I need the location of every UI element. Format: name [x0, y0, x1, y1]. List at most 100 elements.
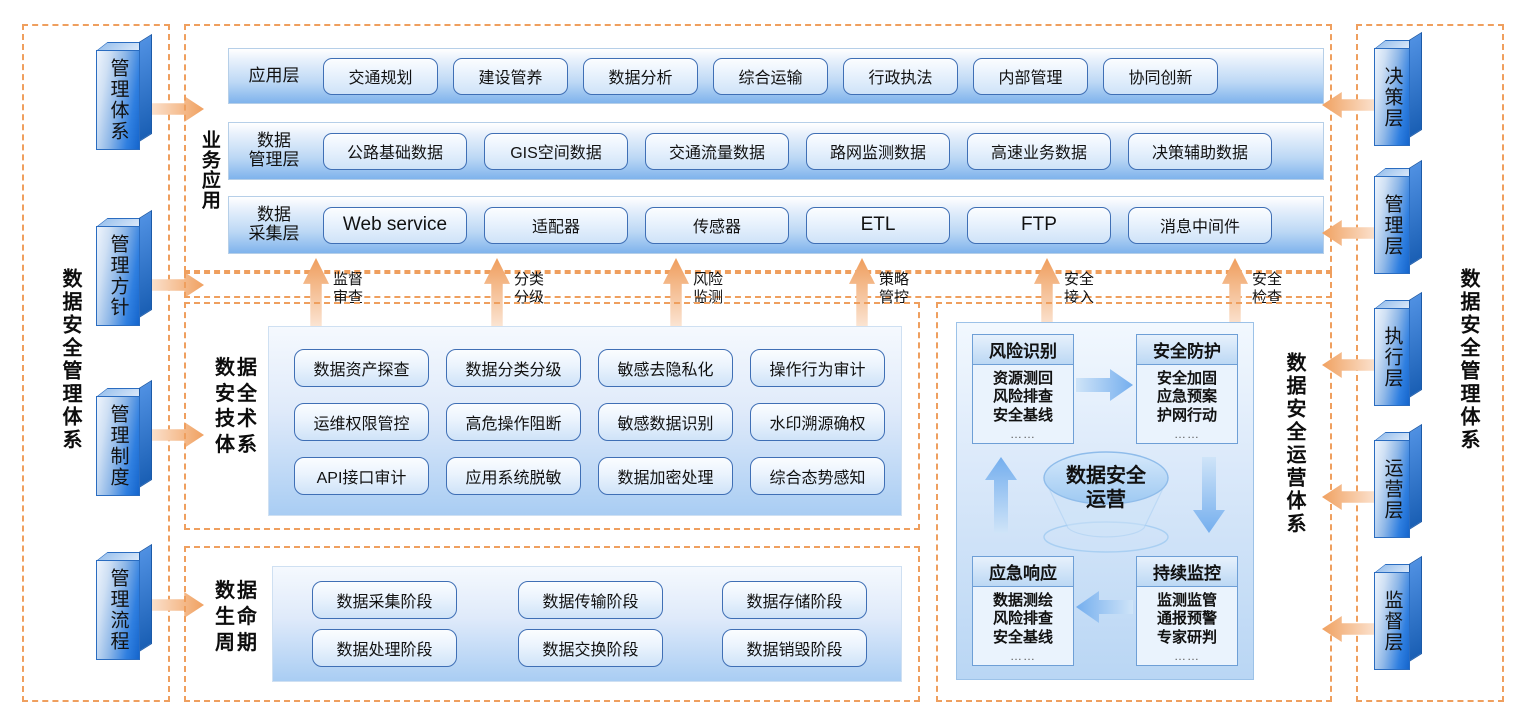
prism-left-2: 管理制度 — [96, 379, 152, 496]
prism-front-face — [1374, 308, 1410, 406]
prism-right-0: 决策层 — [1374, 31, 1422, 146]
lifecycle-item-2[interactable]: 数据存储阶段 — [722, 581, 867, 619]
prism-right-4: 监督层 — [1374, 555, 1422, 670]
ops-box-title: 应急响应 — [973, 557, 1073, 587]
tech-item-3[interactable]: 操作行为审计 — [750, 349, 885, 387]
prism-front-face — [1374, 572, 1410, 670]
tech-item-2[interactable]: 敏感去隐私化 — [598, 349, 733, 387]
ops-box-lines: 数据测绘 风险排查 安全基线 — [992, 592, 1053, 646]
prism-front-face — [1374, 176, 1410, 274]
prism-side-face — [139, 543, 152, 652]
prism-side-face — [139, 379, 152, 488]
prism-label: 管理流程 — [107, 568, 129, 652]
dc-item-5[interactable]: 消息中间件 — [1128, 206, 1272, 244]
prism-label: 管理制度 — [107, 404, 129, 488]
ops-arrow-down-icon — [1193, 457, 1225, 533]
ops-center-disc-icon — [1043, 451, 1169, 553]
layer-name: 数据 管理层 — [248, 131, 300, 169]
flow-label-0: 监督 审查 — [333, 271, 364, 306]
layer-row-data-management: 数据 管理层 公路基础数据 GIS空间数据 交通流量数据 路网监测数据 高速业务… — [228, 122, 1324, 180]
prism-label: 执行层 — [1381, 325, 1403, 389]
dc-item-1[interactable]: 适配器 — [484, 206, 628, 244]
ops-box-lines: 监测监管 通报预警 专家研判 — [1156, 592, 1217, 646]
operations-side-label: 数据安全运营体系 — [1283, 352, 1305, 536]
app-item-6[interactable]: 协同创新 — [1103, 57, 1218, 95]
prism-label: 管理层 — [1381, 193, 1403, 257]
business-side-label: 业务应用 — [196, 108, 222, 216]
tech-item-8[interactable]: API接口审计 — [294, 457, 429, 495]
tech-item-0[interactable]: 数据资产探查 — [294, 349, 429, 387]
tech-item-11[interactable]: 综合态势感知 — [750, 457, 885, 495]
dm-item-4[interactable]: 高速业务数据 — [967, 132, 1111, 170]
tech-item-7[interactable]: 水印溯源确权 — [750, 403, 885, 441]
dm-item-0[interactable]: 公路基础数据 — [323, 132, 467, 170]
prism-side-face — [1409, 423, 1422, 530]
business-side-label-text: 业务应用 — [198, 129, 220, 210]
layer-name: 应用层 — [248, 65, 300, 85]
prism-left-1: 管理方针 — [96, 209, 152, 326]
prism-front-face — [1374, 48, 1410, 146]
prism-right-2: 执行层 — [1374, 291, 1422, 406]
lifecycle-frame — [184, 546, 920, 702]
prism-side-face — [1409, 159, 1422, 266]
prism-side-face — [139, 33, 152, 143]
dm-item-2[interactable]: 交通流量数据 — [645, 132, 789, 170]
tech-item-6[interactable]: 敏感数据识别 — [598, 403, 733, 441]
app-item-3[interactable]: 综合运输 — [713, 57, 828, 95]
tech-item-4[interactable]: 运维权限管控 — [294, 403, 429, 441]
prism-left-3: 管理流程 — [96, 543, 152, 660]
dm-item-3[interactable]: 路网监测数据 — [806, 132, 950, 170]
tech-item-1[interactable]: 数据分类分级 — [446, 349, 581, 387]
ops-center-label: 数据安全 运营 — [1066, 465, 1146, 511]
dm-item-5[interactable]: 决策辅助数据 — [1128, 132, 1272, 170]
app-item-5[interactable]: 内部管理 — [973, 57, 1088, 95]
layer-row-application: 应用层 交通规划 建设管养 数据分析 综合运输 行政执法 内部管理 协同创新 — [228, 48, 1324, 104]
dc-item-3[interactable]: ETL — [806, 206, 950, 244]
prism-side-face — [139, 209, 152, 318]
prism-side-face — [1409, 291, 1422, 398]
prism-label: 监督层 — [1381, 589, 1403, 653]
ops-box-lines: 安全加固 应急预案 护网行动 — [1156, 370, 1217, 424]
tech-item-5[interactable]: 高危操作阻断 — [446, 403, 581, 441]
prism-label: 决策层 — [1381, 65, 1403, 129]
prism-label: 管理体系 — [107, 58, 129, 142]
layer-name: 数据 采集层 — [248, 205, 300, 243]
app-item-2[interactable]: 数据分析 — [583, 57, 698, 95]
app-item-4[interactable]: 行政执法 — [843, 57, 958, 95]
lifecycle-item-3[interactable]: 数据处理阶段 — [312, 629, 457, 667]
dm-item-1[interactable]: GIS空间数据 — [484, 132, 628, 170]
prism-label: 运营层 — [1381, 457, 1403, 521]
prism-front-face — [96, 560, 140, 660]
dc-item-0[interactable]: Web service — [323, 206, 467, 244]
lifecycle-item-1[interactable]: 数据传输阶段 — [518, 581, 663, 619]
ops-box-continuous-monitoring[interactable]: 持续监控 监测监管 通报预警 专家研判 …… — [1136, 556, 1238, 666]
prism-left-0: 管理体系 — [96, 33, 152, 150]
flow-label-4: 安全 接入 — [1064, 271, 1095, 306]
lifecycle-item-4[interactable]: 数据交换阶段 — [518, 629, 663, 667]
app-item-0[interactable]: 交通规划 — [323, 57, 438, 95]
left-frame-label: 数据安全管理体系 — [59, 268, 81, 452]
ops-box-security-protection[interactable]: 安全防护 安全加固 应急预案 护网行动 …… — [1136, 334, 1238, 444]
tech-item-9[interactable]: 应用系统脱敏 — [446, 457, 581, 495]
prism-side-face — [1409, 31, 1422, 139]
app-item-1[interactable]: 建设管养 — [453, 57, 568, 95]
dc-item-4[interactable]: FTP — [967, 206, 1111, 244]
prism-front-face — [96, 396, 140, 496]
ops-box-emergency-response[interactable]: 应急响应 数据测绘 风险排查 安全基线 …… — [972, 556, 1074, 666]
ops-arrow-right-icon — [1076, 369, 1133, 401]
flow-label-1: 分类 分级 — [514, 271, 545, 306]
dc-item-2[interactable]: 传感器 — [645, 206, 789, 244]
lifecycle-item-5[interactable]: 数据销毁阶段 — [722, 629, 867, 667]
governance-flow-band — [184, 272, 1332, 298]
tech-item-10[interactable]: 数据加密处理 — [598, 457, 733, 495]
ops-box-lines: 资源测回 风险排查 安全基线 — [992, 370, 1053, 424]
tech-system-frame — [184, 302, 920, 530]
layer-row-data-collection: 数据 采集层 Web service 适配器 传感器 ETL FTP 消息中间件 — [228, 196, 1324, 254]
ops-box-title: 持续监控 — [1137, 557, 1237, 587]
prism-right-1: 管理层 — [1374, 159, 1422, 274]
prism-label: 管理方针 — [107, 234, 129, 318]
left-outer-frame — [22, 24, 170, 702]
lifecycle-item-0[interactable]: 数据采集阶段 — [312, 581, 457, 619]
ops-box-risk-identification[interactable]: 风险识别 资源测回 风险排查 安全基线 …… — [972, 334, 1074, 444]
